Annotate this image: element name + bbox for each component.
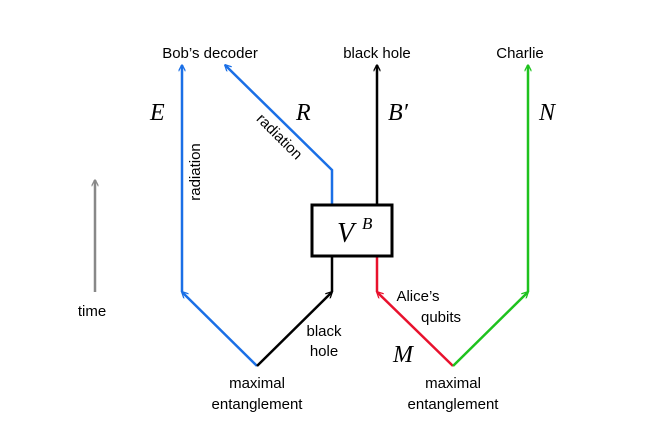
symbol-B-prime: B′: [388, 100, 409, 126]
left-entanglement-blue-path: [182, 292, 258, 367]
unitary-box-label: V: [337, 218, 357, 249]
M-alice-qubits-arrow: [377, 292, 454, 367]
symbol-E: E: [149, 100, 165, 126]
symbol-N: N: [538, 100, 557, 126]
alices-qubits-label-line2: qubits: [421, 309, 461, 326]
black-hole-top-label: black hole: [343, 45, 411, 62]
maximal-entanglement-right-line2: entanglement: [408, 396, 500, 413]
symbol-M: M: [392, 342, 415, 368]
maximal-entanglement-left-line2: entanglement: [212, 396, 304, 413]
bobs-decoder-label: Bob’s decoder: [162, 45, 258, 62]
unitary-box: [310, 203, 394, 258]
black-hole-lower-label-line1: black: [306, 323, 342, 340]
maximal-entanglement-right-line1: maximal: [425, 375, 481, 392]
alices-qubits-label-line1: Alice’s: [396, 288, 439, 305]
R-radiation-line: [225, 65, 334, 205]
charlie-label: Charlie: [496, 45, 544, 62]
black-hole-lower-label-line2: hole: [310, 343, 338, 360]
unitary-box-superscript: B: [362, 214, 373, 233]
maximal-entanglement-left-line1: maximal: [229, 375, 285, 392]
black-hole-input-arrow: [256, 292, 332, 367]
symbol-R: R: [295, 100, 311, 126]
radiation-vertical-label: radiation: [187, 143, 204, 201]
time-label: time: [78, 303, 106, 320]
N-charlie-diag-arrow: [452, 292, 528, 367]
